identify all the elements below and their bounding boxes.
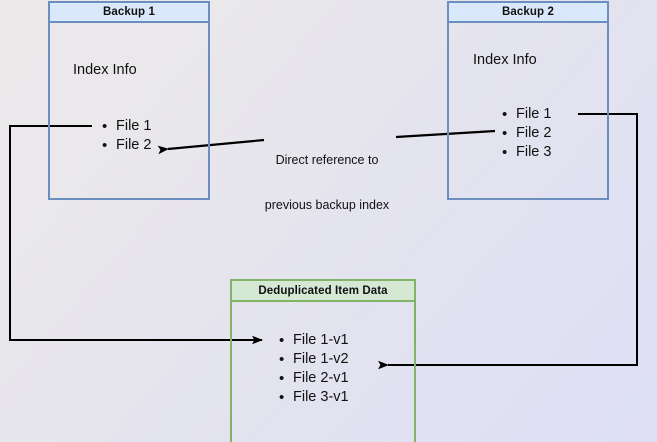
direct-reference-label-line2: previous backup index (264, 198, 390, 212)
backup2-title: Backup 2 (502, 6, 554, 18)
edge-backup1-file1-to-dedup (9, 125, 263, 345)
backup1-box (48, 1, 210, 200)
dedup-file-list: File 1-v1 File 1-v2 File 2-v1 File 3-v1 (277, 331, 349, 407)
direct-reference-label-line1: Direct reference to (275, 153, 379, 167)
backup1-header: Backup 1 (48, 1, 210, 23)
list-item: File 3 (502, 143, 552, 162)
list-item: File 3-v1 (279, 388, 349, 407)
list-item: File 2 (102, 136, 152, 155)
list-item: File 1 (102, 117, 152, 136)
direct-reference-label: Direct reference to previous backup inde… (252, 123, 402, 243)
dedup-header: Deduplicated Item Data (230, 279, 416, 302)
edge-backup2-to-backup1-reference (157, 129, 496, 155)
backup2-file-list: File 1 File 2 File 3 (500, 105, 552, 162)
list-item: File 1-v1 (279, 331, 349, 350)
backup1-title: Backup 1 (103, 6, 155, 18)
backup1-file-list: File 1 File 2 (100, 117, 152, 155)
list-item: File 1 (502, 105, 552, 124)
backup2-box (447, 1, 609, 200)
list-item: File 2-v1 (279, 369, 349, 388)
backup1-index-info-label: Index Info (73, 62, 137, 78)
dedup-title: Deduplicated Item Data (258, 284, 388, 297)
list-item: File 1-v2 (279, 350, 349, 369)
backup2-index-info-label: Index Info (473, 52, 537, 68)
list-item: File 2 (502, 124, 552, 143)
backup2-header: Backup 2 (447, 1, 609, 23)
